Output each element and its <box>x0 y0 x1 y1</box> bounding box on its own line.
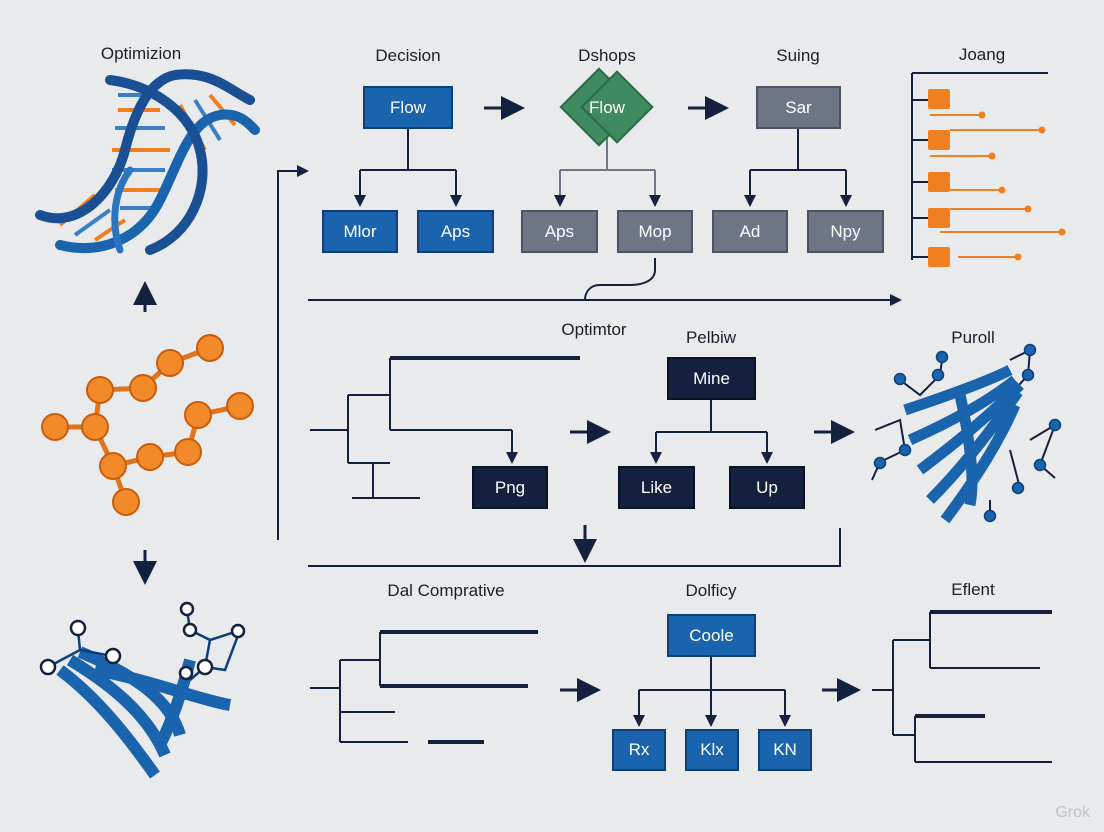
label-decision: Decision <box>375 46 441 65</box>
box-kn: KN <box>758 729 812 771</box>
label-dshops: Dshops <box>578 46 636 65</box>
label-optimtor: Optimtor <box>561 320 627 339</box>
box-npy: Npy <box>807 210 884 253</box>
molecule-atoms <box>41 334 254 516</box>
box-flow-dshops: Flow <box>589 98 625 117</box>
label-dal-comprative: Dal Comprative <box>387 581 505 600</box>
box-ad: Ad <box>712 210 788 253</box>
label-eflent: Eflent <box>951 580 995 599</box>
tree-connectors-suing <box>744 128 852 207</box>
optimtor-dendrogram <box>310 356 580 499</box>
box-mlor: Mlor <box>322 210 398 253</box>
dna-helix-icon <box>35 69 260 255</box>
box-mop: Mop <box>617 210 693 253</box>
box-coole: Coole <box>667 614 756 657</box>
puroll-protein-icon <box>871 343 1062 524</box>
label-joang: Joang <box>958 45 1006 64</box>
tree-connectors-decision <box>354 128 462 207</box>
tree-connectors-dshops <box>554 135 661 207</box>
label-puroll: Puroll <box>951 328 995 347</box>
box-aps-dshops: Aps <box>521 210 598 253</box>
box-png: Png <box>472 466 548 509</box>
box-mine: Mine <box>667 357 756 400</box>
box-klx: Klx <box>685 729 739 771</box>
box-like: Like <box>618 466 695 509</box>
label-optimizion: Optimizion <box>100 44 182 63</box>
label-suing: Suing <box>776 46 820 65</box>
routing-lines <box>277 165 902 567</box>
label-dolficy: Dolficy <box>685 581 737 600</box>
joang-timeline <box>911 72 1066 267</box>
dal-comprative-dendrogram <box>310 630 538 744</box>
flow-diamond-shape <box>559 67 654 147</box>
protein-ribbon-icon <box>39 601 246 779</box>
box-aps: Aps <box>417 210 494 253</box>
box-flow-decision: Flow <box>363 86 453 129</box>
watermark: Grok <box>1055 804 1090 821</box>
box-rx: Rx <box>612 729 666 771</box>
box-up: Up <box>729 466 805 509</box>
label-pelbiw: Pelbiw <box>685 328 737 347</box>
tree-connectors-pelbiw <box>650 400 773 464</box>
tree-connectors-dolficy <box>633 657 791 727</box>
box-sar: Sar <box>756 86 841 129</box>
eflent-dendrogram <box>872 610 1052 763</box>
